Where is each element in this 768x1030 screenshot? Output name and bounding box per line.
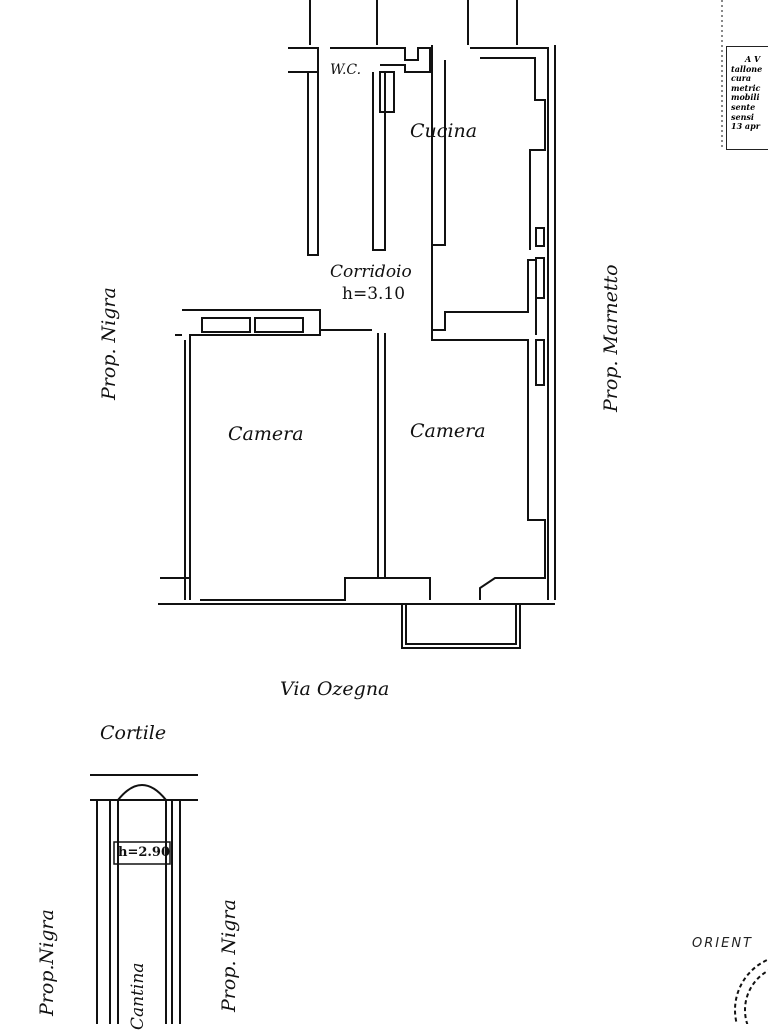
cellar-left-wall <box>96 800 119 1024</box>
courtyard-label: Cortile <box>100 722 167 744</box>
cellar-room-label: Cantina <box>128 962 148 1030</box>
notice-line: tallone <box>731 63 763 74</box>
compass-rose <box>734 958 768 1024</box>
notice-line: mobili <box>731 92 760 103</box>
wall-bedroom-left <box>182 309 321 600</box>
notice-line: sensi <box>731 111 754 122</box>
notice-line: metric <box>731 82 761 93</box>
street-label: Via Ozegna <box>280 678 390 700</box>
balcony <box>401 604 521 649</box>
room-label-wc: W.C. <box>330 62 362 78</box>
wall-wc-left <box>307 60 319 256</box>
wall-top-left <box>288 47 319 73</box>
wall-right-outer <box>470 47 549 600</box>
wall-kitchen-left <box>431 45 446 246</box>
notice-line: cura <box>731 73 752 84</box>
notice-box: A V tallone cura metric mobili sente sen… <box>726 46 768 150</box>
cellar-top-wall <box>90 774 198 801</box>
cellar-right-wall <box>165 800 181 1024</box>
notice-line: sente <box>731 101 756 112</box>
neighbor-right-label: Prop. Marnetto <box>600 264 622 412</box>
wall-partition <box>377 333 386 578</box>
cellar-neighbor-left: Prop.Nigra <box>36 909 58 1016</box>
corridor-height: h=3.10 <box>342 284 406 304</box>
orientation-label: ORIENT <box>692 936 753 951</box>
notice-line: 13 apr <box>731 121 760 132</box>
wall-wc-right <box>372 72 386 251</box>
neighbor-left-label: Prop. Nigra <box>98 287 120 400</box>
cellar-neighbor-right: Prop. Nigra <box>218 899 240 1012</box>
room-label-bedroom-left: Camera <box>228 423 304 445</box>
cellar-height: h=2.90 <box>118 845 171 860</box>
notice-line: A V <box>745 54 761 64</box>
room-label-kitchen: Cucina <box>410 120 478 142</box>
room-label-corridor: Corridoio <box>330 262 412 282</box>
room-label-bedroom-right: Camera <box>410 420 486 442</box>
